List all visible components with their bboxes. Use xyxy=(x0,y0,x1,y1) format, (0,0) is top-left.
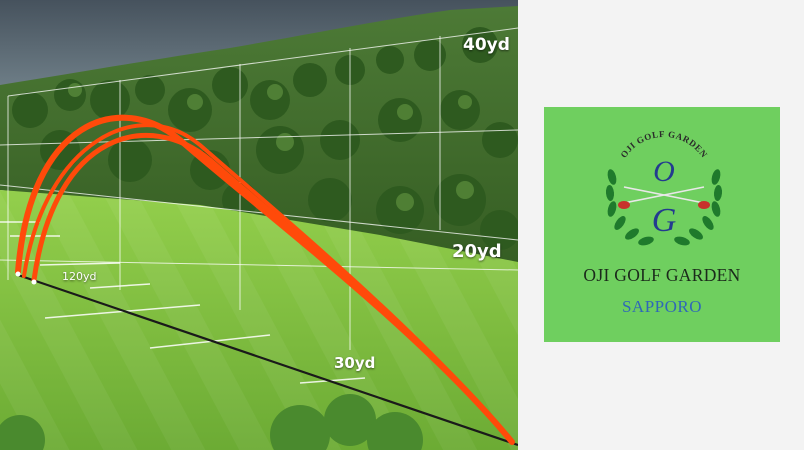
golf-simulator-view: 40yd 20yd 30yd 120yd xyxy=(0,0,518,450)
monogram-bottom: G xyxy=(652,202,677,239)
club-logo-card: OJI GOLF GARDEN xyxy=(544,107,780,342)
target-line xyxy=(17,273,518,447)
foreground-bushes xyxy=(0,394,423,450)
club-emblem-icon: OJI GOLF GARDEN xyxy=(605,129,723,246)
club-name: OJI GOLF GARDEN xyxy=(583,265,741,285)
distance-label-20yd: 20yd xyxy=(452,241,502,262)
simulator-scene xyxy=(0,0,518,450)
ball-trajectories xyxy=(15,114,515,445)
logo-panel: OJI GOLF GARDEN xyxy=(518,0,804,450)
distance-label-40yd: 40yd xyxy=(463,35,510,55)
monogram-top: O xyxy=(653,155,675,188)
distance-label-30yd: 30yd xyxy=(334,354,376,372)
laurel-right-icon xyxy=(674,169,723,246)
crossed-clubs-icon xyxy=(618,186,710,209)
club-city: SAPPORO xyxy=(621,297,703,316)
trajectory-3 xyxy=(22,123,514,444)
ball-position xyxy=(15,271,21,277)
ball-position xyxy=(31,279,37,285)
distance-label-120yd: 120yd xyxy=(62,270,97,283)
laurel-left-icon xyxy=(605,169,654,246)
